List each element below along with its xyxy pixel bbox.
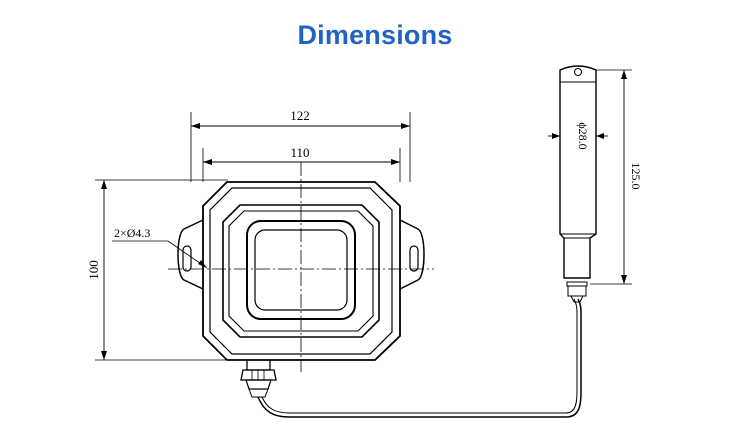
dimension-inner-width: 110 bbox=[202, 145, 401, 182]
enclosure-drawing bbox=[168, 162, 434, 398]
dimension-probe-length: 125.0 bbox=[590, 69, 643, 285]
dimension-height: 100 bbox=[86, 179, 228, 361]
outer-width-label: 122 bbox=[290, 108, 310, 123]
dimension-probe-diameter: ϕ28.0 bbox=[548, 122, 608, 150]
probe-drawing bbox=[559, 65, 597, 303]
inner-width-label: 110 bbox=[290, 145, 309, 160]
height-label: 100 bbox=[86, 260, 101, 280]
cable-drawing bbox=[257, 298, 582, 418]
hole-callout: 2×Ø4.3 bbox=[112, 226, 208, 269]
probe-diameter-label: ϕ28.0 bbox=[576, 122, 590, 149]
hole-spec-label: 2×Ø4.3 bbox=[114, 226, 150, 240]
dimension-outer-width: 122 bbox=[190, 108, 411, 182]
probe-length-label: 125.0 bbox=[629, 163, 643, 190]
page-title: Dimensions bbox=[297, 20, 453, 50]
